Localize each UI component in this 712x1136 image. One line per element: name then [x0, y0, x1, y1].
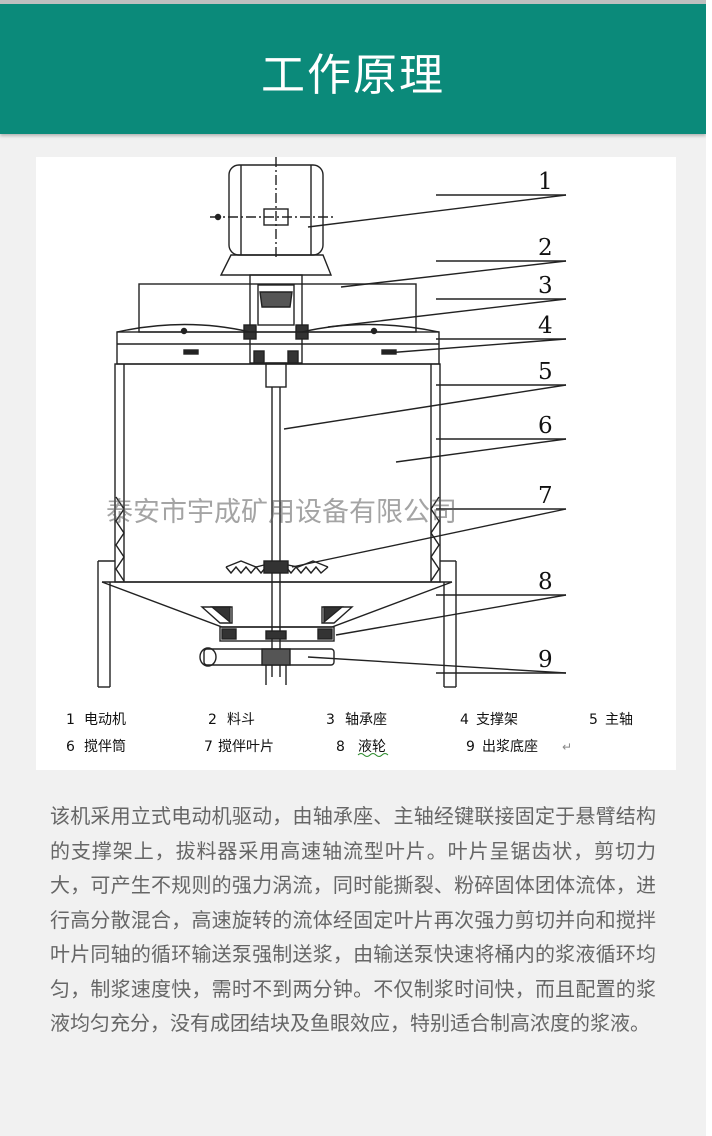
svg-text:4: 4	[460, 712, 469, 728]
svg-text:轴承座: 轴承座	[345, 712, 387, 728]
svg-text:出浆底座: 出浆底座	[482, 739, 538, 755]
legend-item-7: 7 搅伴叶片	[204, 739, 274, 755]
callout-1: 1	[538, 169, 553, 195]
svg-text:支撑架: 支撑架	[476, 712, 518, 728]
motor-flange	[219, 254, 333, 276]
svg-text:9: 9	[466, 739, 475, 755]
svg-text:6: 6	[66, 739, 75, 755]
svg-text:液轮: 液轮	[358, 739, 386, 755]
callout-2: 2	[538, 235, 553, 261]
legend-item-8: 8 液轮	[336, 739, 386, 755]
page-header: 工作原理	[0, 0, 706, 134]
callout-5: 5	[538, 359, 553, 385]
description-text: 该机采用立式电动机驱动，由轴承座、主轴经键联接固定于悬臂结构的支撑架上，拔料器采…	[50, 804, 656, 1035]
legend-item-5: 5 主轴	[589, 712, 633, 728]
legend-item-6: 6 搅伴筒	[66, 738, 126, 755]
svg-text:5: 5	[589, 712, 598, 728]
svg-text:7: 7	[204, 739, 213, 755]
mixing-drum	[114, 363, 441, 583]
page-edge	[706, 0, 712, 1136]
svg-text:3: 3	[326, 712, 335, 728]
support-frame	[116, 331, 440, 365]
svg-text:1: 1	[66, 712, 75, 728]
mixer-diagram: 1 2 3 4 5 6 7 8 9 泰安市宇成矿用设备有限公司 1 电动机 2 …	[66, 157, 633, 757]
impeller	[219, 626, 335, 642]
callout-4: 4	[538, 313, 553, 339]
legend-item-9: 9 出浆底座 ↵	[466, 739, 572, 755]
return-mark: ↵	[562, 740, 572, 754]
mixing-blade-left	[225, 560, 265, 568]
spellcheck-underline	[357, 753, 389, 757]
legend-item-1: 1 电动机	[66, 712, 126, 728]
legend-item-3: 3 轴承座	[326, 712, 387, 728]
svg-text:8: 8	[336, 739, 345, 755]
company-watermark: 泰安市宇成矿用设备有限公司	[106, 497, 457, 528]
mixer-diagram-card: 1 2 3 4 5 6 7 8 9 泰安市宇成矿用设备有限公司 1 电动机 2 …	[36, 157, 676, 770]
svg-text:电动机: 电动机	[84, 712, 126, 728]
svg-text:搅伴叶片: 搅伴叶片	[218, 739, 274, 755]
callout-3: 3	[538, 273, 553, 299]
callout-6: 6	[538, 413, 553, 439]
page-title: 工作原理	[261, 50, 445, 101]
callout-7: 7	[538, 483, 553, 509]
svg-text:搅伴筒: 搅伴筒	[84, 738, 126, 755]
drum-cone	[101, 581, 453, 628]
shaft-coupling	[265, 362, 287, 388]
callout-8: 8	[538, 569, 553, 595]
legend-item-2: 2 料斗	[208, 712, 255, 728]
svg-text:料斗: 料斗	[227, 712, 255, 728]
legend-item-4: 4 支撑架	[460, 712, 518, 728]
svg-text:主轴: 主轴	[605, 712, 633, 728]
callout-9: 9	[538, 647, 553, 673]
svg-text:2: 2	[208, 712, 217, 728]
